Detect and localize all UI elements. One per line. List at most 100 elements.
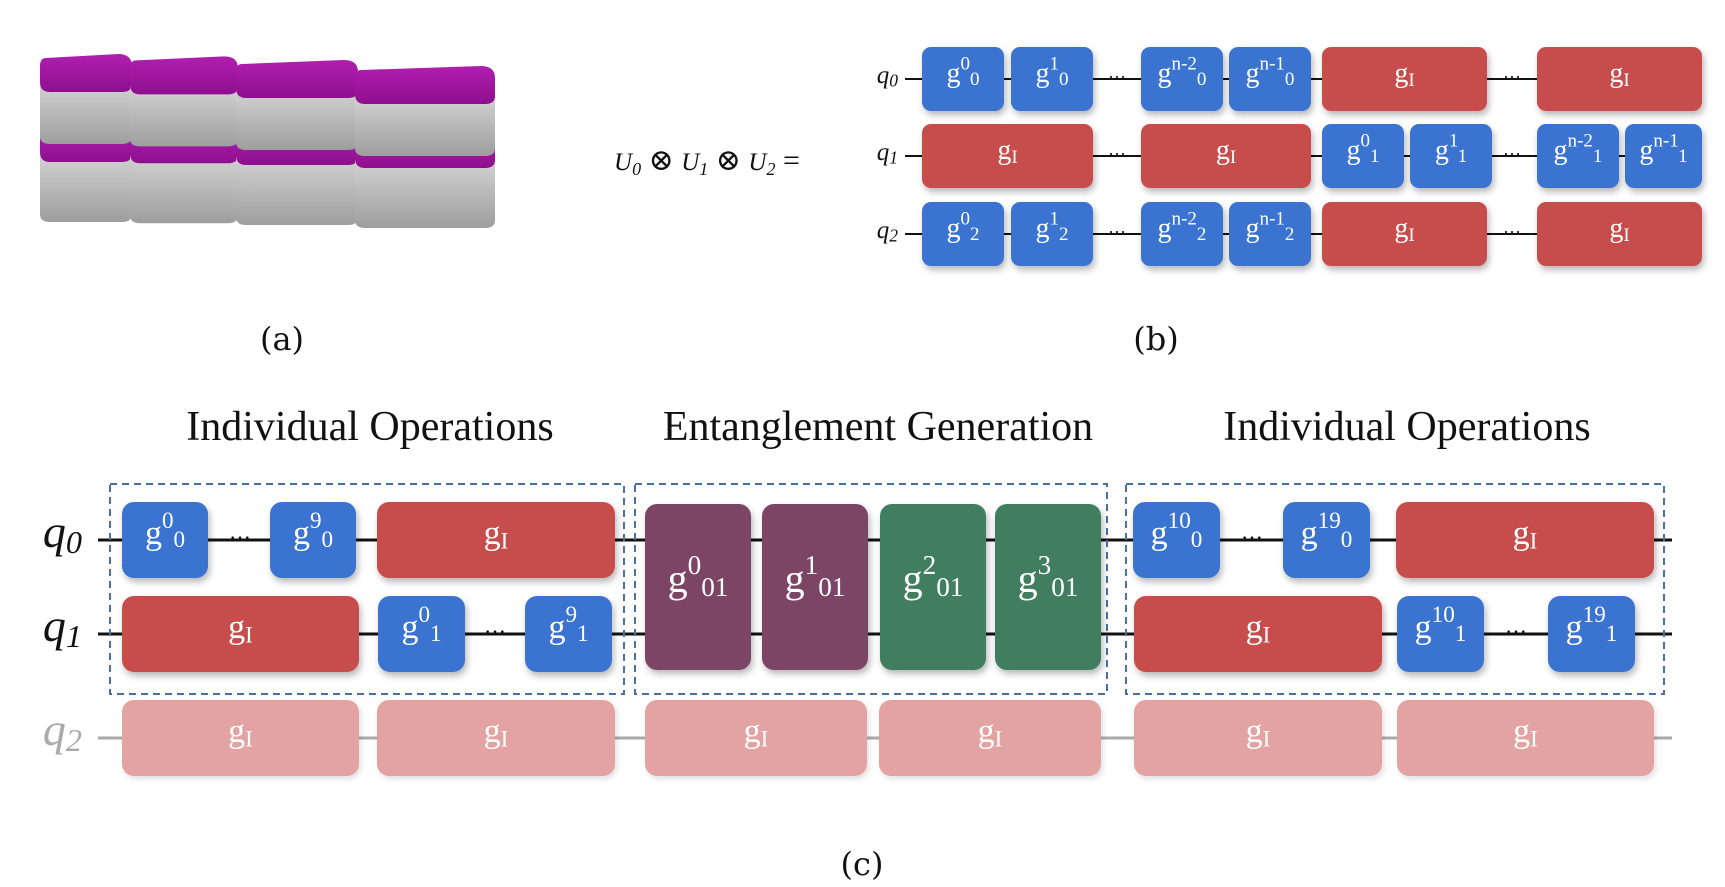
gate-identity: gI xyxy=(122,596,359,672)
gate-single: gn-10 xyxy=(1229,47,1311,111)
gate-label: gI xyxy=(1609,213,1629,246)
ellipsis: ··· xyxy=(484,619,506,644)
ellipsis: ··· xyxy=(1241,525,1263,550)
ellipsis: ··· xyxy=(1503,222,1521,242)
gate-label: gn-10 xyxy=(1246,54,1295,90)
section-title-1: Entanglement Generation xyxy=(663,404,1093,450)
qubit-label: q0 xyxy=(877,62,899,91)
gate-identity: gI xyxy=(1141,124,1311,188)
ellipsis: ··· xyxy=(1108,144,1126,164)
gate-label: g100 xyxy=(1151,508,1203,553)
panel-b-circuit: g00 g10 gn-20 gn-10 gI gI gI gI g01 g11 gn-21 gn-11… xyxy=(614,47,1702,266)
gate-single: g00 xyxy=(922,47,1004,111)
dashed-box-0 xyxy=(109,483,625,695)
gate-identity_faded: gI xyxy=(879,700,1101,776)
gate-single: g191 xyxy=(1548,596,1635,672)
gate-label: gI xyxy=(1513,515,1538,555)
gate-label: g01 xyxy=(401,602,441,647)
gate-label: gI xyxy=(1394,58,1414,91)
section-dashed-boxes xyxy=(109,483,1665,695)
gate-label: g00 xyxy=(946,54,979,90)
gate-single: gn-20 xyxy=(1141,47,1223,111)
gate-identity_faded: gI xyxy=(645,700,867,776)
gate-identity: gI xyxy=(1134,596,1382,672)
gate-single: g190 xyxy=(1283,502,1370,578)
caption-c: (c) xyxy=(841,845,884,883)
gate-entangle_green: g201 xyxy=(880,504,986,670)
gate-label: gI xyxy=(1394,213,1414,246)
gate-single: g11 xyxy=(1410,124,1492,188)
gate-single: g12 xyxy=(1011,202,1093,266)
panel-b-qubit-labels: q0 q1 q2 xyxy=(877,62,899,246)
gate-label: g101 xyxy=(785,550,846,602)
box-top-1 xyxy=(130,56,238,147)
dashed-box-2 xyxy=(1125,483,1665,695)
gate-label: gn-21 xyxy=(1554,131,1603,167)
gate-label: gI xyxy=(1609,58,1629,91)
gate-identity_faded: gI xyxy=(377,700,615,776)
gate-label: g91 xyxy=(548,602,588,647)
gate-label: gI xyxy=(484,515,509,555)
gate-label: g001 xyxy=(668,550,729,602)
gate-label: g90 xyxy=(293,508,333,553)
gate-label: g00 xyxy=(145,508,185,553)
gate-label: gn-12 xyxy=(1246,209,1295,245)
qubit-label: q1 xyxy=(43,600,82,655)
ellipsis: ··· xyxy=(1503,67,1521,87)
gate-label: gI xyxy=(997,135,1017,168)
qubit-label: q2 xyxy=(877,217,899,246)
gate-label: g01 xyxy=(1346,131,1379,167)
gate-label: g101 xyxy=(1415,602,1467,647)
gate-identity: gI xyxy=(1396,502,1654,578)
gate-identity: gI xyxy=(1322,202,1487,266)
gate-label: g301 xyxy=(1018,550,1079,602)
gate-label: g190 xyxy=(1301,508,1353,553)
gate-label: gn-11 xyxy=(1639,131,1687,167)
gate-label: g191 xyxy=(1566,602,1618,647)
gate-label: g10 xyxy=(1035,54,1068,90)
gate-identity_faded: gI xyxy=(1397,700,1654,776)
caption-a: (a) xyxy=(260,320,304,358)
gate-label: g02 xyxy=(946,209,979,245)
box-top-3 xyxy=(355,66,495,156)
qubit-label: q0 xyxy=(43,506,82,561)
gate-label: gI xyxy=(1246,713,1271,753)
panel-b-ellipses: ·················· xyxy=(1108,67,1521,242)
gate-single: g90 xyxy=(270,502,356,578)
gate-label: gI xyxy=(228,609,253,649)
gate-single: g91 xyxy=(525,596,612,672)
panel-c-circuit: Individual Operations Entanglement Genera… xyxy=(43,404,1672,776)
section-titles: Individual Operations Entanglement Genera… xyxy=(186,404,1590,450)
gate-entangle_purple: g001 xyxy=(645,504,751,670)
gate-identity: gI xyxy=(377,502,615,578)
gate-identity: gI xyxy=(922,124,1093,188)
gate-label: gI xyxy=(1513,713,1538,753)
ellipsis: ··· xyxy=(1108,222,1126,242)
box-top-0 xyxy=(40,54,132,144)
gate-single: g00 xyxy=(122,502,208,578)
gate-identity: gI xyxy=(1322,47,1487,111)
ellipsis: ··· xyxy=(1505,619,1527,644)
gate-identity_faded: gI xyxy=(122,700,359,776)
qubit-label: q1 xyxy=(877,139,898,168)
gate-label: gI xyxy=(1216,135,1236,168)
gate-single: g01 xyxy=(378,596,465,672)
section-title-2: Individual Operations xyxy=(1223,404,1590,450)
box-stack-illustration xyxy=(40,54,495,228)
gate-label: g12 xyxy=(1035,209,1068,245)
gate-label: g11 xyxy=(1435,131,1467,167)
gate-single: g101 xyxy=(1397,596,1484,672)
dashed-box-1 xyxy=(634,483,1108,695)
gate-label: gI xyxy=(484,713,509,753)
panel-c-ellipses: ············ xyxy=(229,525,1527,644)
gate-entangle_green: g301 xyxy=(995,504,1101,670)
tensor-product-equation: U0 ⊗ U1 ⊗ U2 = xyxy=(614,144,800,179)
gate-single: gn-22 xyxy=(1141,202,1223,266)
gate-label: gI xyxy=(744,713,769,753)
gate-label: gn-22 xyxy=(1158,209,1207,245)
gate-single: g02 xyxy=(922,202,1004,266)
gate-identity_faded: gI xyxy=(1134,700,1382,776)
gate-entangle_purple: g101 xyxy=(762,504,868,670)
gate-single: gn-11 xyxy=(1625,124,1702,188)
